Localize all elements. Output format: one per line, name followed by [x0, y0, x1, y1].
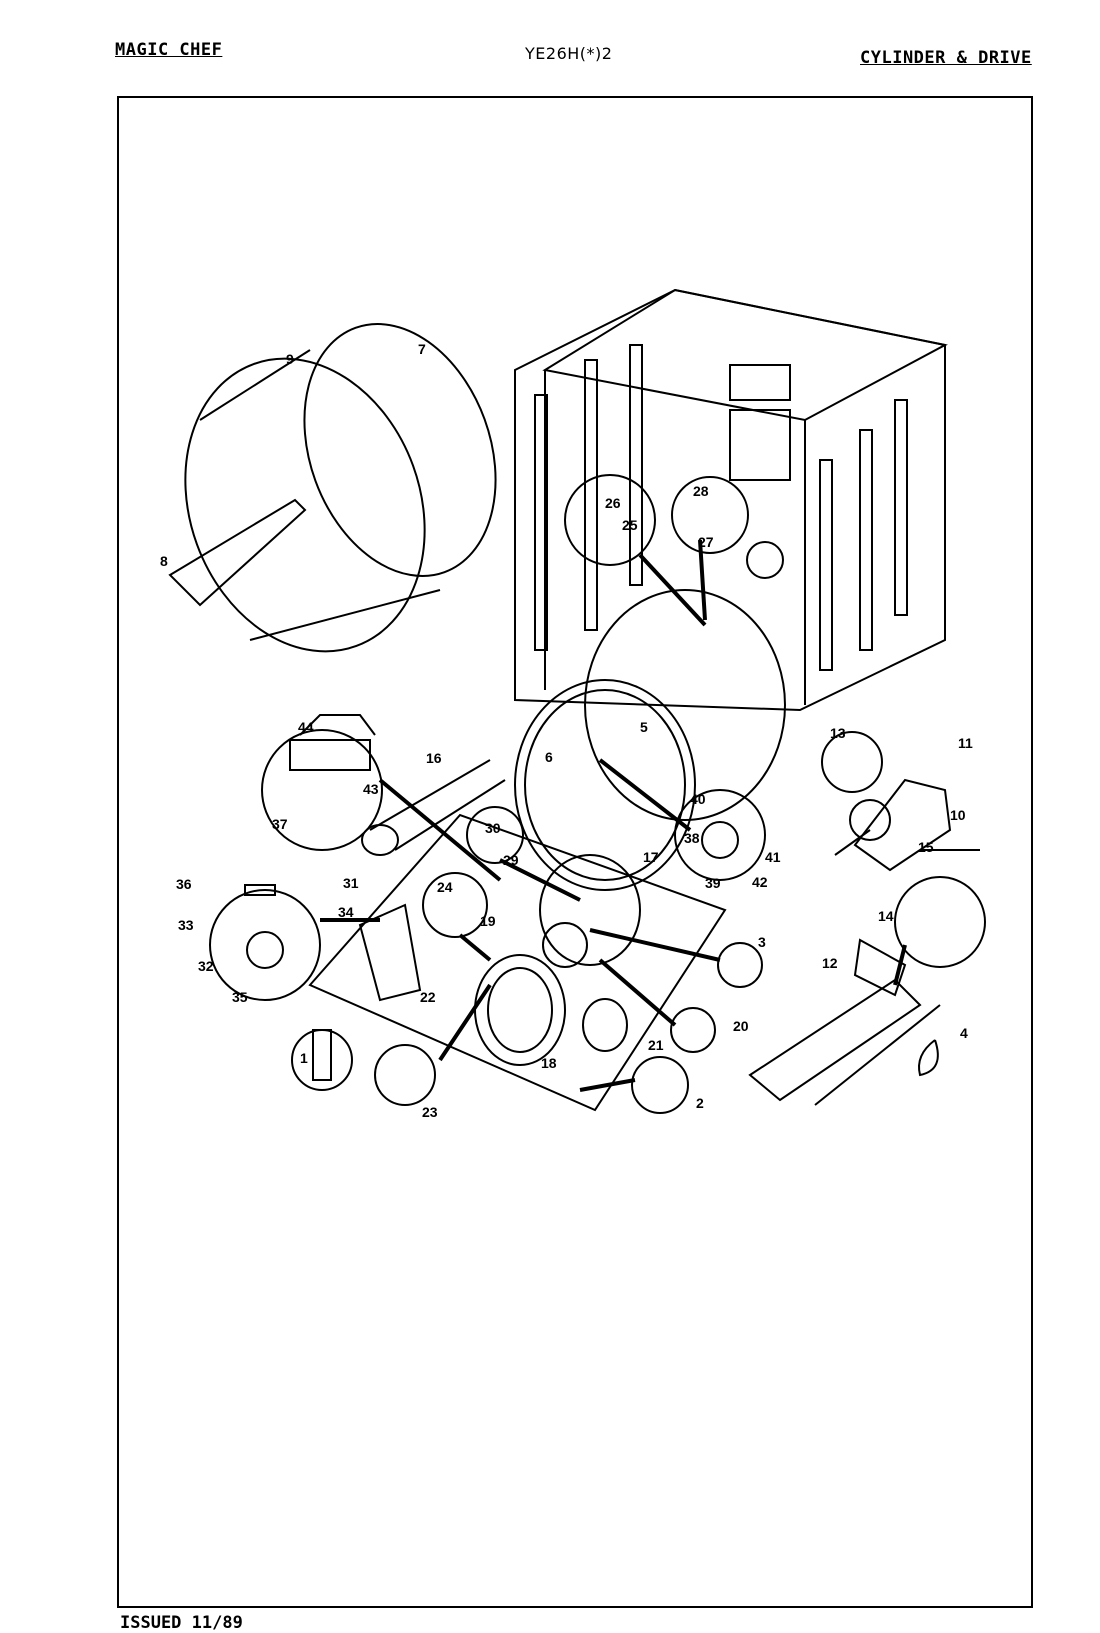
- callout-12: 12: [822, 955, 838, 971]
- callout-25: 25: [622, 517, 638, 533]
- exploded-parts-diagram: [168, 288, 986, 1114]
- callout-23: 23: [422, 1104, 438, 1120]
- callout-22: 22: [420, 989, 436, 1005]
- callout-24: 24: [437, 879, 453, 895]
- cabinet-frame: [514, 288, 948, 712]
- callout-38: 38: [684, 830, 700, 846]
- bulkhead-rings: [514, 589, 786, 891]
- callout-16: 16: [426, 750, 442, 766]
- callout-37: 37: [272, 816, 288, 832]
- small-parts: [244, 714, 939, 1081]
- callout-28: 28: [693, 483, 709, 499]
- callout-41: 41: [765, 849, 781, 865]
- callout-29: 29: [503, 852, 519, 868]
- callout-34: 34: [338, 904, 354, 920]
- callout-39: 39: [705, 875, 721, 891]
- callout-5: 5: [640, 719, 648, 735]
- callout-40: 40: [690, 791, 706, 807]
- callout-42: 42: [752, 874, 768, 890]
- brand-title: MAGIC CHEF: [115, 40, 223, 60]
- base-pan: [308, 813, 727, 1112]
- callout-labels: 1 2 3 4 5 6 7 8 9 10 11 12 13 14 15 16 1…: [160, 341, 973, 1120]
- callout-1: 1: [300, 1050, 308, 1066]
- callout-20: 20: [733, 1018, 749, 1034]
- callout-43: 43: [363, 781, 379, 797]
- callout-10: 10: [950, 807, 966, 823]
- callout-3: 3: [758, 934, 766, 950]
- model-number: YE26H(*)2: [525, 44, 613, 63]
- callout-4: 4: [960, 1025, 968, 1041]
- section-title: CYLINDER & DRIVE: [860, 48, 1032, 68]
- callout-26: 26: [605, 495, 621, 511]
- exhaust-duct: [361, 759, 506, 856]
- callout-35: 35: [232, 989, 248, 1005]
- callout-19: 19: [480, 913, 496, 929]
- callout-2: 2: [696, 1095, 704, 1111]
- callout-6: 6: [545, 749, 553, 765]
- callout-30: 30: [485, 820, 501, 836]
- callout-18: 18: [541, 1055, 557, 1071]
- callout-33: 33: [178, 917, 194, 933]
- callout-31: 31: [343, 875, 359, 891]
- callout-21: 21: [648, 1037, 664, 1053]
- issued-date: ISSUED 11/89: [120, 1613, 243, 1633]
- drive-motor: [834, 778, 980, 872]
- callout-15: 15: [918, 839, 934, 855]
- callout-36: 36: [176, 876, 192, 892]
- motor-mount-bracket: [748, 938, 941, 1106]
- drum-cylinder: [168, 323, 497, 653]
- callout-44: 44: [298, 719, 314, 735]
- callout-13: 13: [830, 725, 846, 741]
- callout-9: 9: [286, 351, 294, 367]
- callout-27: 27: [698, 534, 714, 550]
- callout-17: 17: [643, 849, 659, 865]
- callout-7: 7: [418, 341, 426, 357]
- callout-14: 14: [878, 908, 894, 924]
- callout-11: 11: [958, 735, 973, 751]
- callout-32: 32: [198, 958, 214, 974]
- leader-lines: [320, 539, 907, 1092]
- callout-8: 8: [160, 553, 168, 569]
